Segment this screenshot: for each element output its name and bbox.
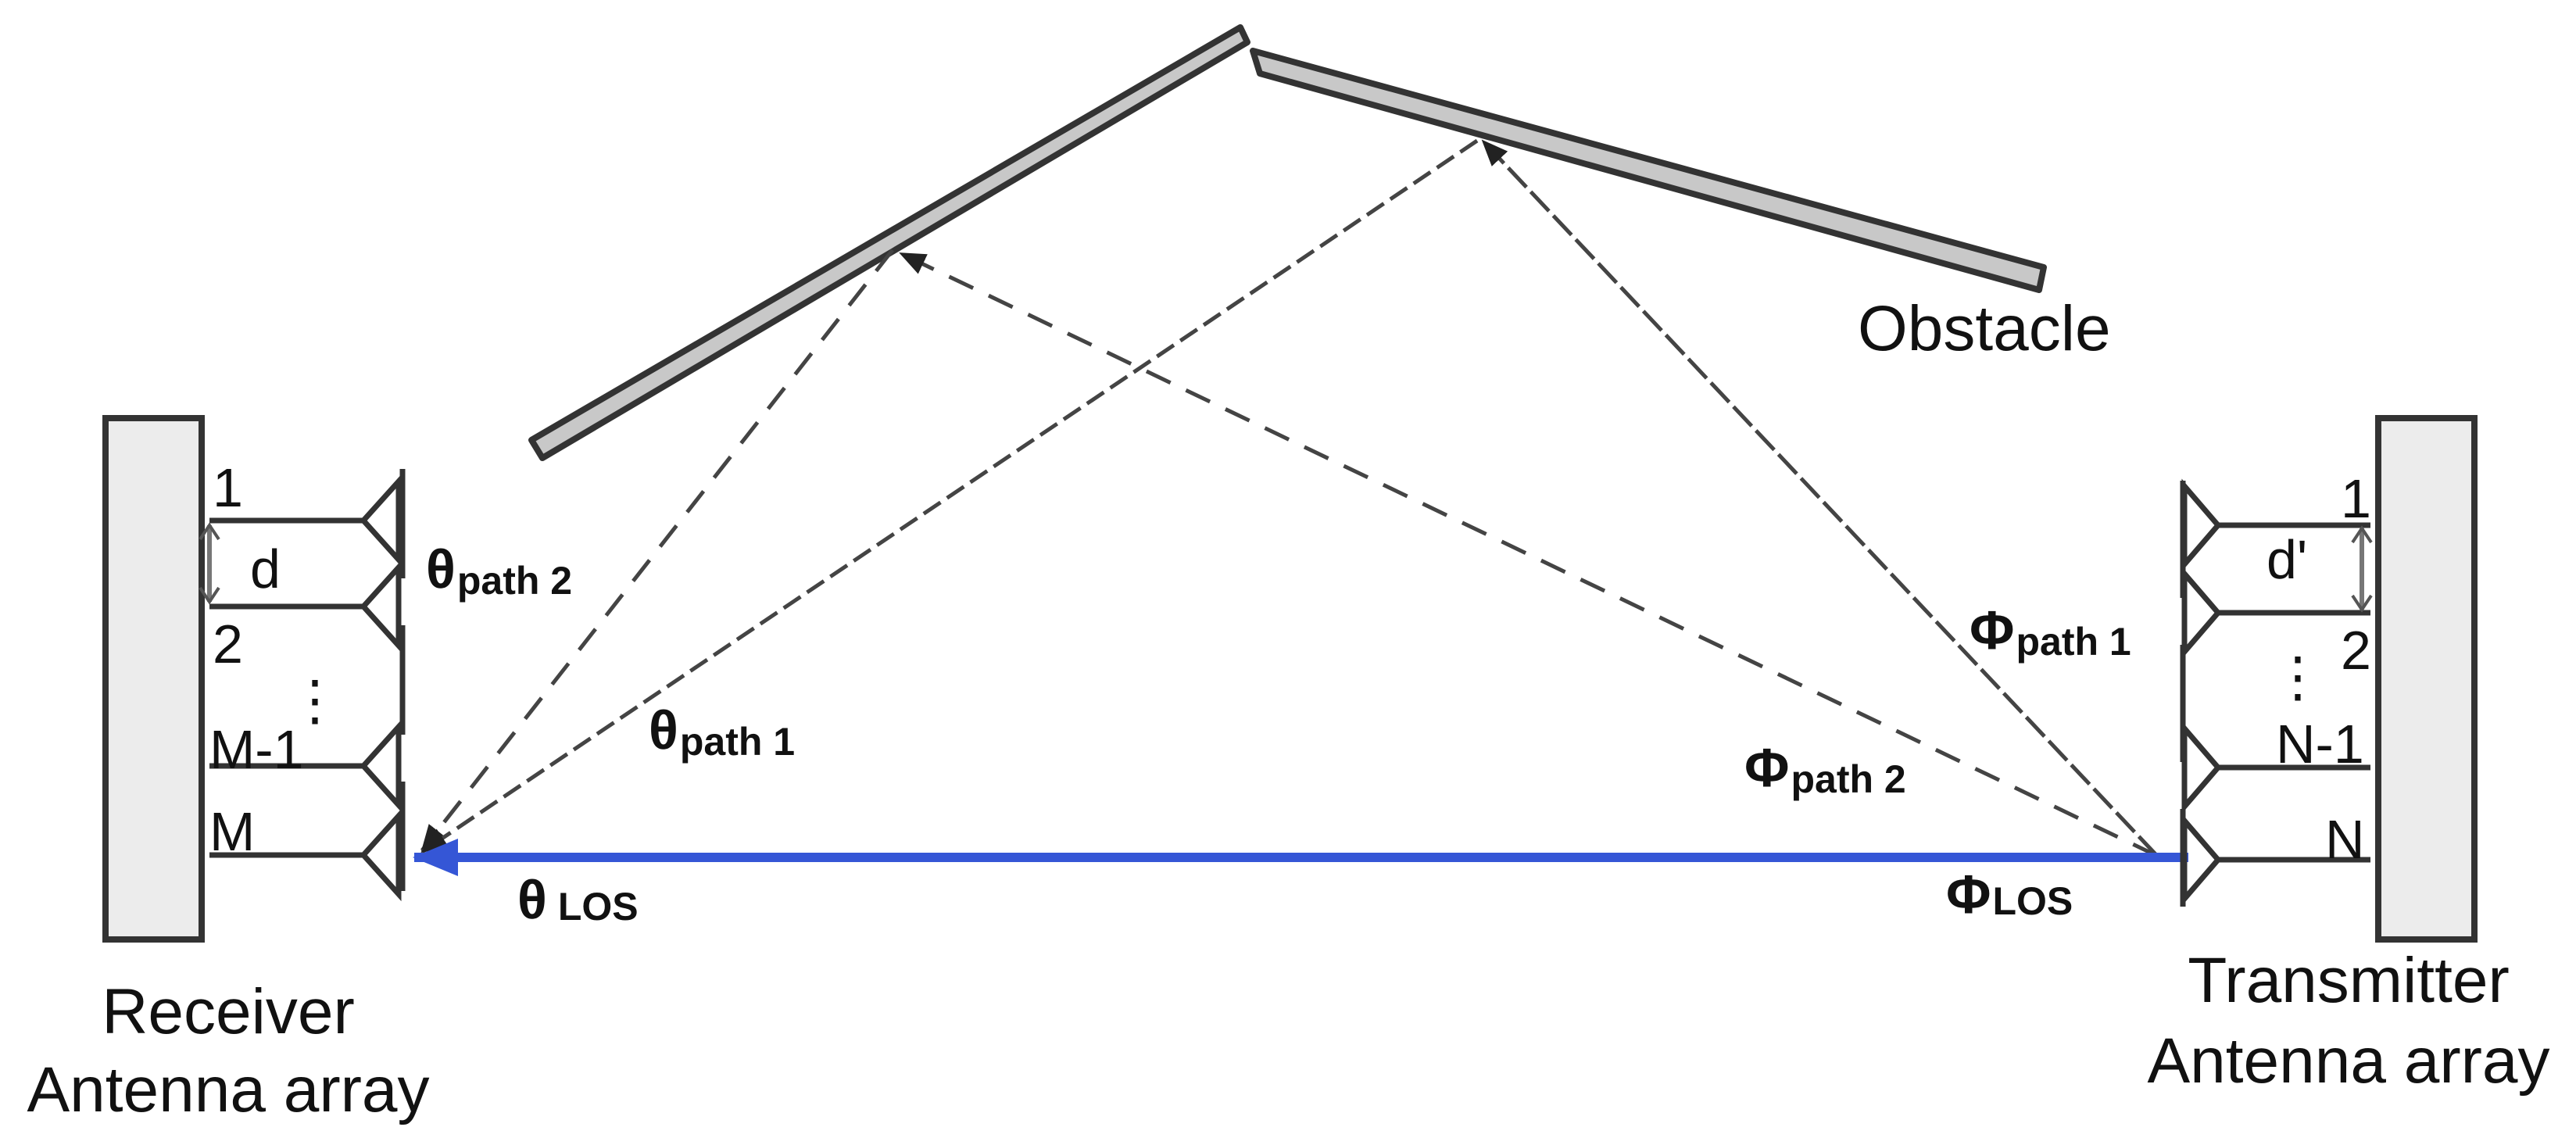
path2-rays [420,249,2159,858]
obstacle-right-panel [1250,48,2047,293]
receiver-antenna-array [209,469,406,922]
transmitter-caption-line2: Antenna array [2147,1025,2549,1097]
angle-phi-path1: Φpath 1 [1970,599,2131,664]
path2-reflection-to-rx [420,249,894,852]
path1-tx-to-reflection [1481,139,2159,857]
receiver-element-m-1-icon [360,719,402,813]
receiver-element-m-1-label: M-1 [209,719,304,780]
transmitter-antenna-array [2180,478,2370,907]
receiver-element-1-label: 1 [213,457,243,518]
angle-theta-path2: θpath 2 [426,539,572,603]
transmitter-spacing-arrow-down-icon [2351,594,2373,613]
receiver-device [102,415,205,943]
path1-rays [420,138,2159,857]
transmitter-element-1-icon [2181,478,2222,572]
transmitter-element-n-1-label: N-1 [2276,714,2364,775]
receiver-element-2-label: 2 [213,614,243,674]
receiver-spacing-arrow-down-icon [199,586,220,605]
transmitter-spacing-label: d' [2267,529,2307,590]
receiver-element-1-icon [360,474,402,567]
transmitter-element-2-label: 2 [2341,620,2371,681]
transmitter-spacing-arrow-up-icon [2351,525,2373,544]
transmitter-element-n-1-icon [2181,721,2222,814]
receiver-spacing-arrow-up-icon [199,522,220,541]
receiver-spacing-marker [199,522,220,605]
path1-reflection-to-rx [420,138,1479,854]
receiver-element-m-label: M [209,801,255,862]
angle-phi-los: ΦLOS [1946,864,2073,925]
transmitter-ellipsis: ⋮ [2270,646,2325,707]
obstacle-label: Obstacle [1858,293,2111,364]
transmitter-caption-line1: Transmitter [2188,945,2510,1016]
transmitter-element-1-label: 1 [2341,468,2371,529]
receiver-ellipsis: ⋮ [288,670,342,731]
transmitter-spacing-marker [2351,525,2373,613]
receiver-caption-line1: Receiver [102,976,355,1047]
path2-tx-to-reflection [899,251,2159,858]
transmitter-element-n-icon [2181,813,2222,907]
angle-phi-path2: Φpath 2 [1744,737,1906,801]
transmitter-element-n-label: N [2325,809,2365,870]
receiver-element-2-icon [360,560,402,653]
receiver-caption-line2: Antenna array [27,1054,429,1125]
transmitter-device [2375,415,2478,943]
transmitter-element-2-icon [2181,566,2222,660]
receiver-spacing-label: d [250,539,281,599]
obstacle-left-panel [528,24,1250,461]
angle-theta-path1: θpath 1 [649,700,795,764]
receiver-element-m-icon [360,808,402,902]
